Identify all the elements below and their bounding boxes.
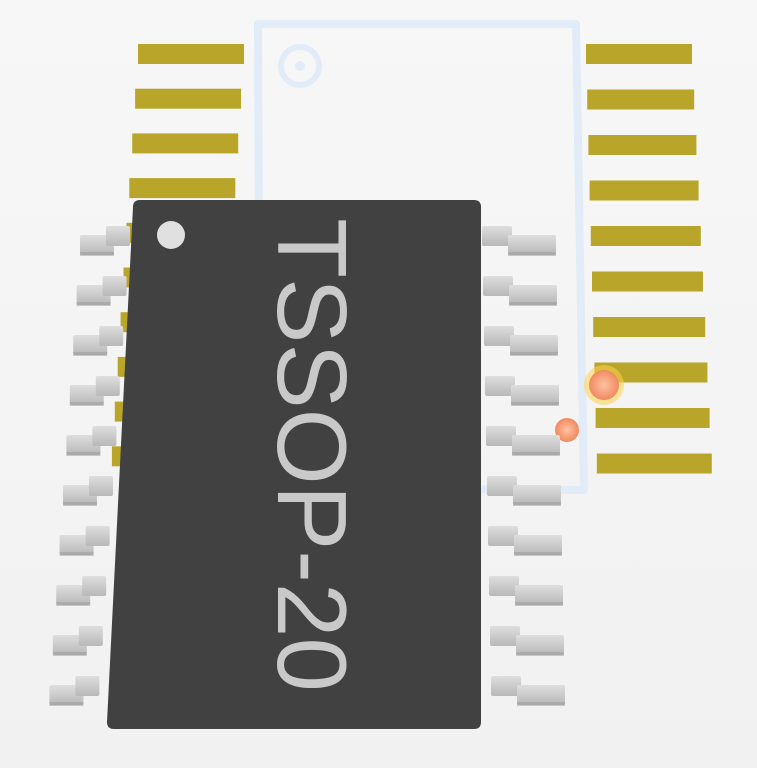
component-lead: [484, 326, 558, 356]
footprint-pad: [138, 44, 244, 64]
component-lead: [56, 576, 107, 606]
component-lead: [491, 676, 565, 706]
component-lead: [489, 576, 563, 606]
move-gizmo[interactable]: [555, 365, 624, 442]
footprint-pads-right: [586, 44, 712, 474]
footprint-pad: [586, 44, 692, 64]
component-lead: [483, 276, 557, 306]
component-lead: [76, 276, 127, 306]
component-lead: [482, 226, 556, 256]
component-lead: [486, 426, 560, 456]
component-lead: [52, 626, 103, 656]
component-lead: [49, 676, 100, 706]
footprint-pad: [135, 88, 242, 109]
footprint-pad: [587, 89, 695, 110]
package-label: TSSOP-20: [257, 218, 367, 692]
gizmo-handle-x[interactable]: [589, 370, 619, 400]
component-lead: [488, 526, 562, 556]
footprint-pad: [129, 178, 236, 199]
footprint-pad: [132, 133, 239, 154]
component-leads-left: [49, 226, 130, 706]
footprint-pad: [595, 408, 710, 428]
pin1-marker: [157, 221, 185, 249]
footprint-pad: [589, 180, 699, 201]
component-lead: [490, 626, 564, 656]
tssop20-component[interactable]: TSSOP-20: [107, 200, 481, 729]
footprint-pin1-dot: [295, 61, 305, 71]
component-lead: [73, 326, 124, 356]
gizmo-handle-y[interactable]: [555, 418, 579, 442]
component-body[interactable]: [107, 200, 481, 729]
component-leads-right: [482, 226, 565, 706]
footprint-pin1-marker: [278, 44, 322, 88]
component-lead: [80, 226, 130, 256]
component-lead: [485, 376, 559, 406]
component-lead: [59, 526, 110, 556]
footprint-pad: [588, 135, 697, 155]
component-lead: [63, 476, 113, 506]
footprint-pad: [596, 453, 712, 474]
component-lead: [487, 476, 561, 506]
footprint-pad: [594, 362, 708, 383]
footprint-pad: [593, 317, 706, 337]
component-lead: [69, 376, 120, 406]
footprint-pad: [590, 226, 701, 246]
component-lead: [66, 426, 117, 456]
footprint-pad: [592, 271, 703, 292]
